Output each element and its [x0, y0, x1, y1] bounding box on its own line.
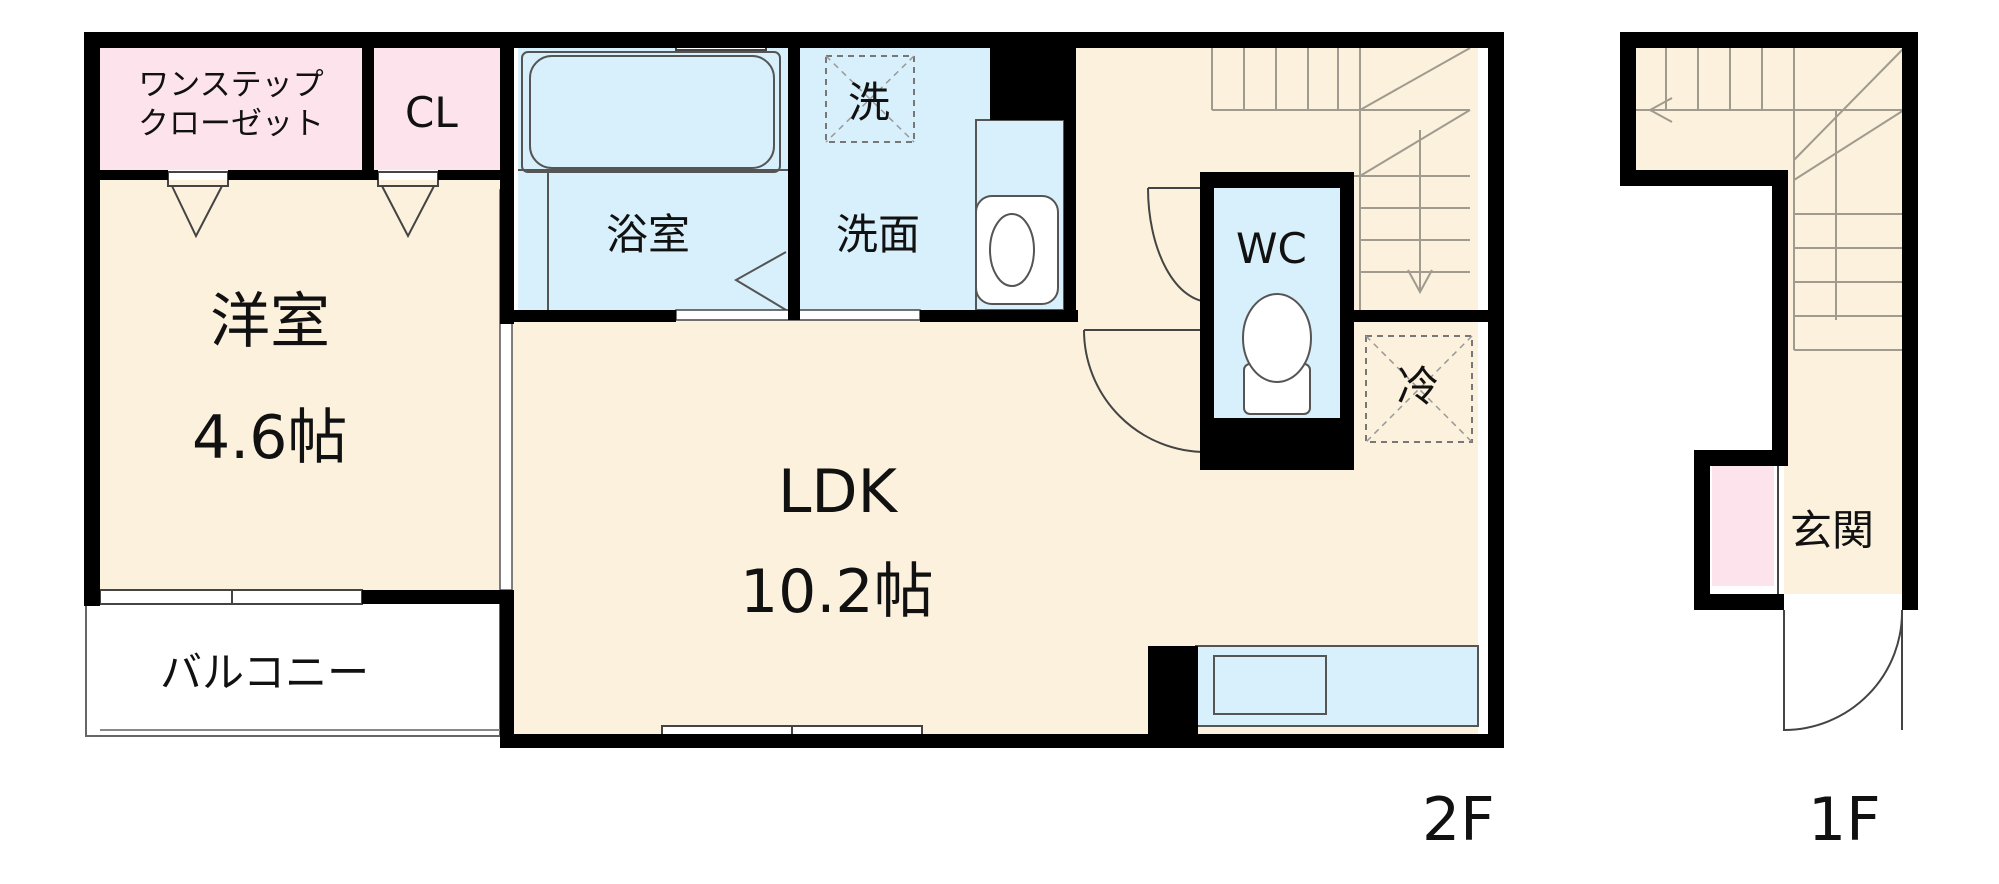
balcony-area: [85, 601, 501, 737]
washer-diag-2: [825, 55, 915, 143]
ldk-name: LDK: [778, 457, 897, 527]
washer-space: [825, 55, 915, 143]
entrance-door-swing: [1783, 609, 1904, 732]
bathroom-label: 浴室: [606, 210, 691, 259]
hall-door-swing: [1147, 187, 1211, 303]
onestep-closet-floor: [100, 48, 362, 170]
fridge-diag-1: [1365, 335, 1473, 443]
stair-1f-floor: [1780, 180, 1904, 460]
entrance-label: 玄関: [1790, 506, 1875, 555]
stairs-1f: [1634, 47, 1905, 351]
wash-basin: [975, 195, 1059, 305]
entrance-floor: [1784, 460, 1904, 594]
fridge-label: 冷: [1397, 362, 1440, 411]
kitchen-counter: [1195, 645, 1479, 727]
toilet-bowl: [1242, 293, 1312, 383]
ldk-size: 10.2帖: [740, 557, 934, 627]
balcony-label: バルコニー: [160, 648, 370, 697]
bathtub: [529, 55, 775, 169]
shoe-closet: [1712, 466, 1774, 586]
western-room-floor: [88, 180, 512, 600]
washer-diag-1: [825, 55, 915, 143]
ldk-door-swing: [1083, 329, 1207, 454]
stairs-2f: [1211, 47, 1471, 310]
walls-2f: [84, 32, 1504, 748]
floor-1f-label: 1F: [1808, 785, 1881, 855]
western-room-name: 洋室: [210, 287, 330, 357]
closet-floor: [374, 48, 500, 170]
kitchen-sink: [1213, 655, 1327, 715]
closet-label: CL: [405, 88, 458, 137]
walls-1f: [1620, 32, 1918, 610]
floor-2f-label: 2F: [1422, 785, 1495, 855]
washroom-label: 洗面: [836, 210, 921, 259]
stair-hall-1f-floor: [1634, 48, 1904, 184]
bathroom-floor: [518, 48, 788, 310]
onestep-closet-label: ワンステップ クローゼット: [100, 66, 362, 144]
washer-label: 洗: [848, 78, 891, 127]
fridge-diag-2: [1365, 335, 1473, 443]
onestep-closet-line1: ワンステップ: [138, 67, 324, 103]
western-room-size: 4.6帖: [192, 403, 348, 473]
fridge-space: [1365, 335, 1473, 443]
wash-bowl: [989, 213, 1035, 287]
onestep-closet-line2: クローゼット: [138, 105, 324, 142]
bath-floor-drain: [734, 251, 787, 311]
bathtub-rim: [521, 51, 781, 173]
toilet-label: WC: [1236, 224, 1307, 273]
